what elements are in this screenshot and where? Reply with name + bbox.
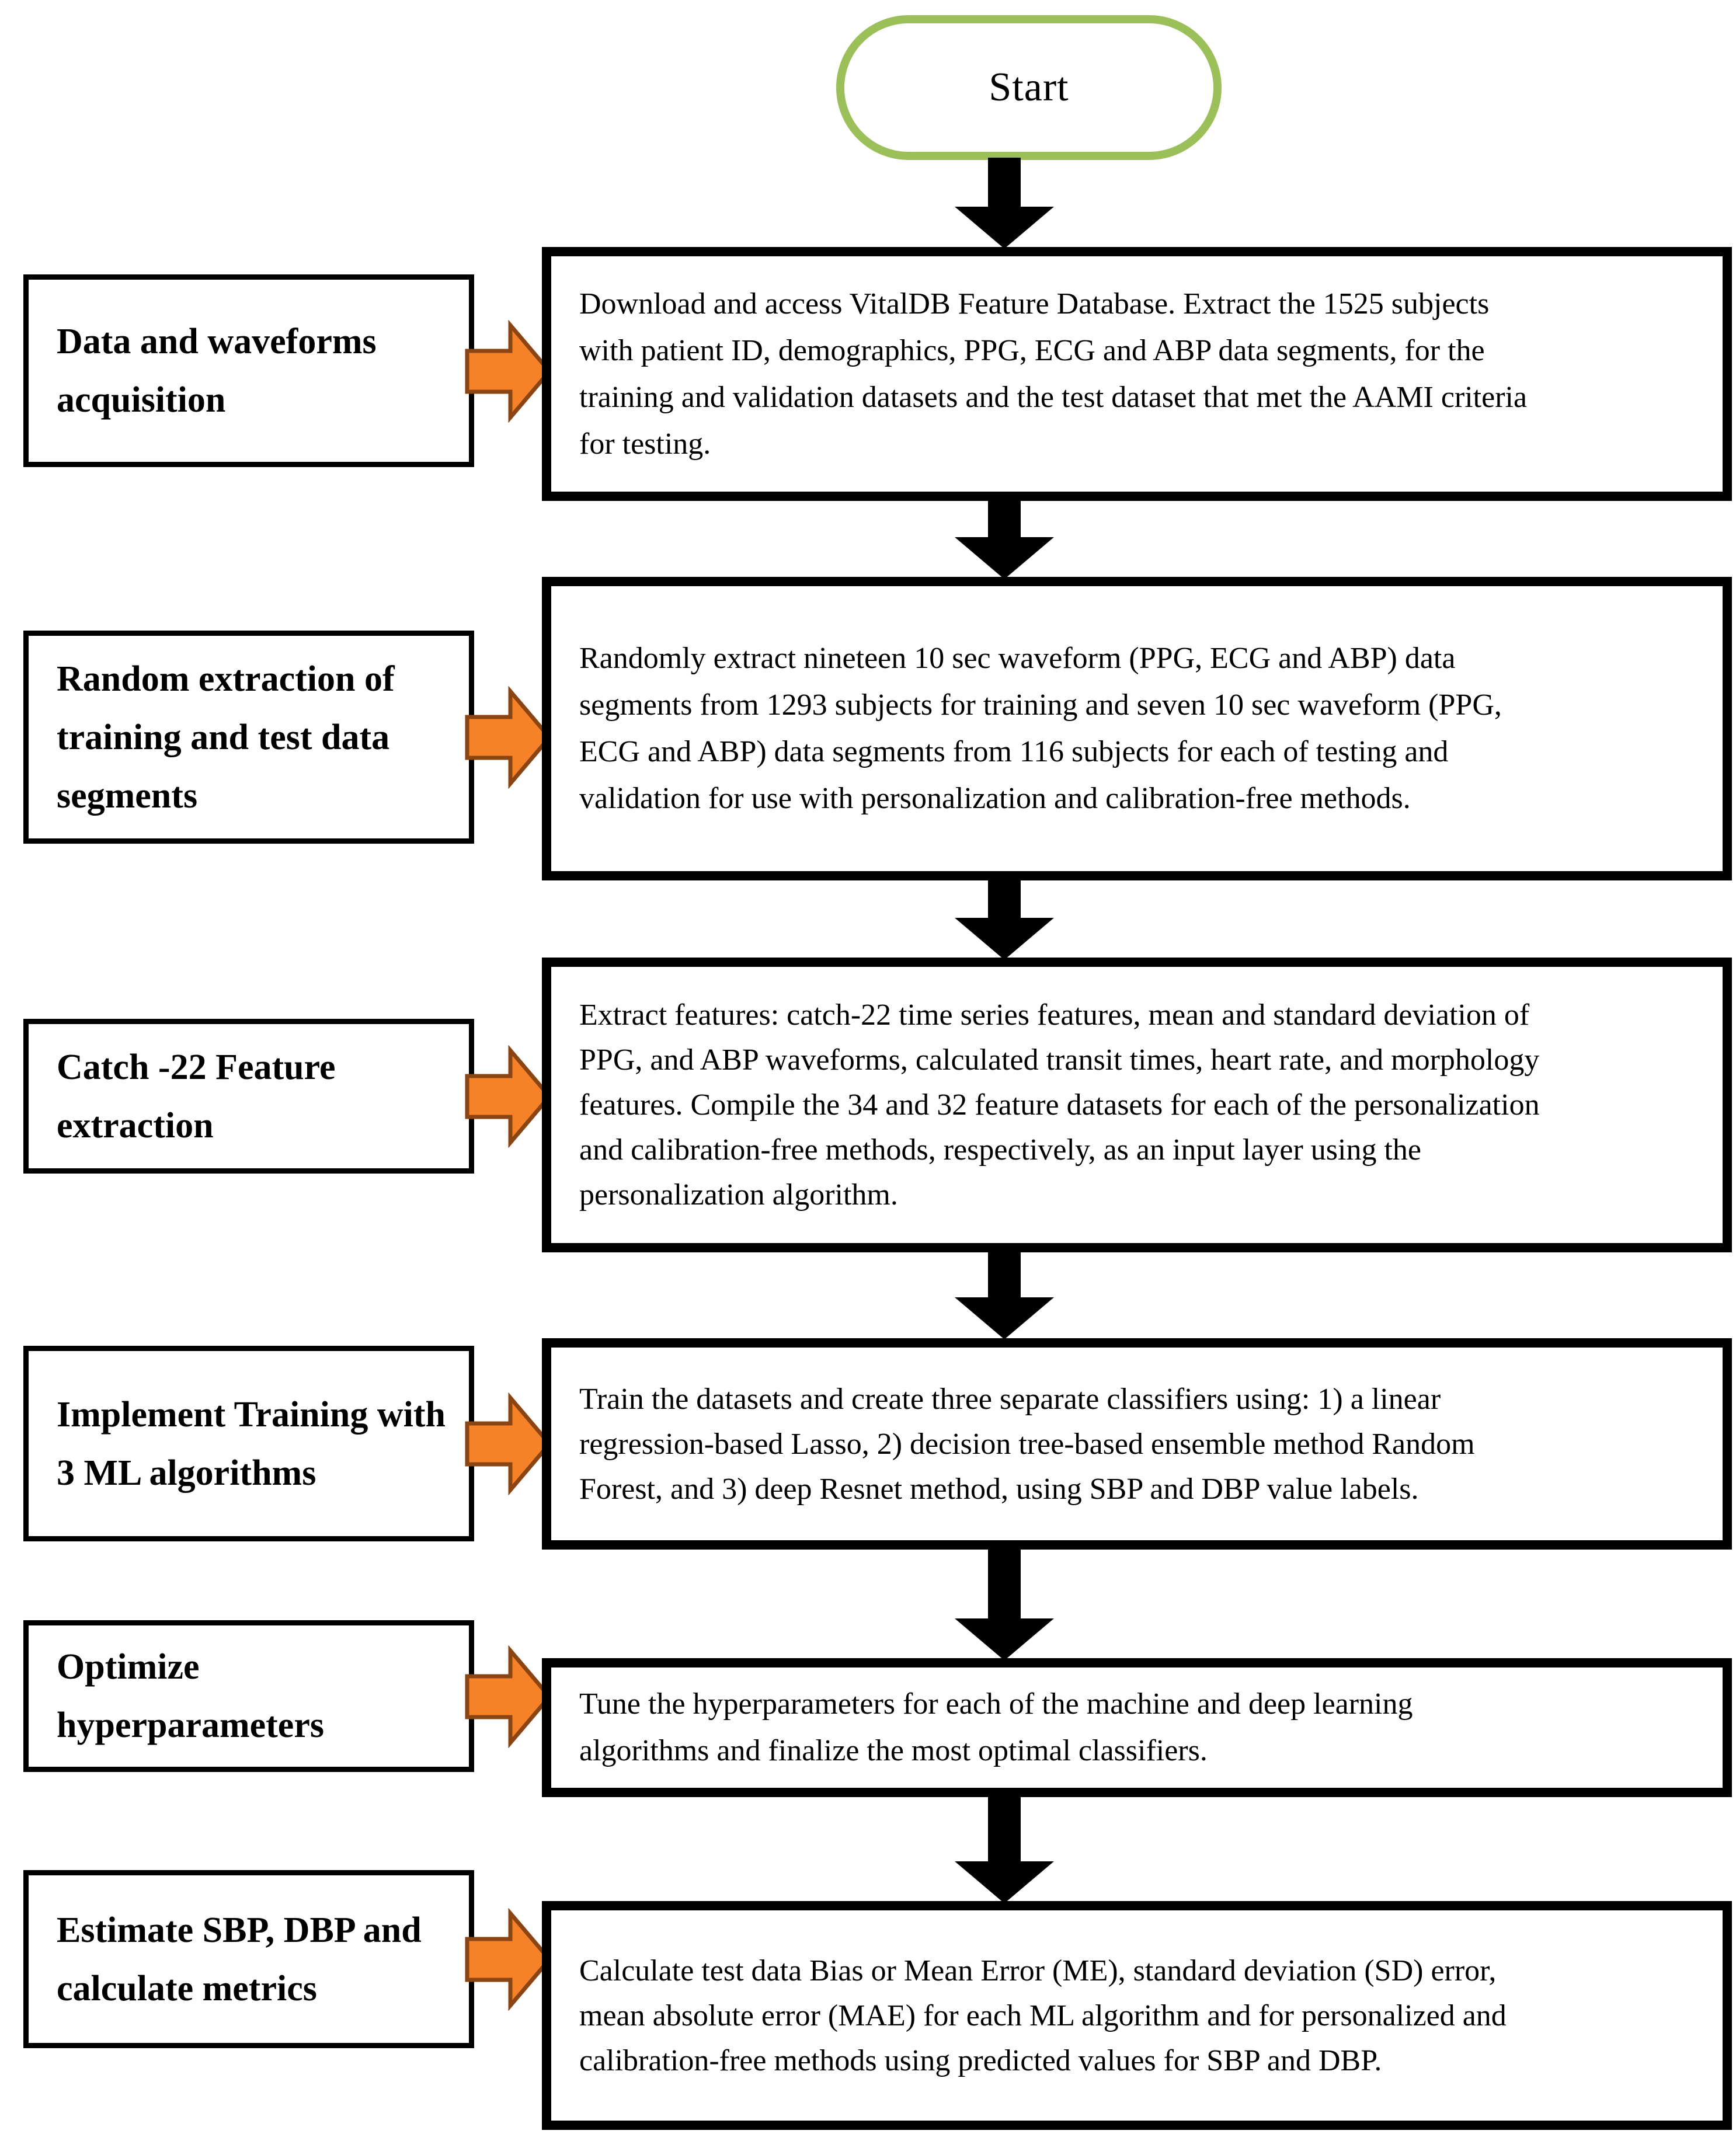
step-description: Train the datasets and create three sepa… — [579, 1382, 1475, 1506]
down-arrow-head — [955, 207, 1054, 249]
step-label: Catch -22 Feature extraction — [57, 1047, 336, 1146]
down-arrow-icon — [955, 158, 1054, 249]
down-arrow-shaft — [988, 876, 1021, 918]
step-label-box-training: Implement Training with 3 ML algorithms — [23, 1346, 474, 1541]
step-label-box-random-extraction: Random extraction of training and test d… — [23, 631, 474, 844]
right-block-arrow-icon — [465, 1645, 552, 1748]
right-block-arrow-icon — [465, 1045, 552, 1148]
down-arrow-icon — [955, 1792, 1054, 1903]
step-description-box: Train the datasets and create three sepa… — [542, 1338, 1732, 1550]
step-description-box: Calculate test data Bias or Mean Error (… — [542, 1901, 1732, 2130]
down-arrow-shaft — [988, 1546, 1021, 1618]
down-arrow-shaft — [988, 1248, 1021, 1297]
down-arrow-icon — [955, 876, 1054, 960]
step-description: Randomly extract nineteen 10 sec wavefor… — [579, 642, 1502, 815]
down-arrow-head — [955, 1861, 1054, 1903]
step-label-box-estimate-metrics: Estimate SBP, DBP and calculate metrics — [23, 1870, 474, 2048]
step-label: Random extraction of training and test d… — [57, 659, 395, 816]
right-block-arrow-icon — [465, 1908, 552, 2011]
down-arrow-head — [955, 1618, 1054, 1660]
step-description: Calculate test data Bias or Mean Error (… — [579, 1954, 1507, 2077]
down-arrow-icon — [955, 1546, 1054, 1660]
right-block-arrow-icon — [465, 320, 552, 423]
step-description: Extract features: catch-22 time series f… — [579, 998, 1540, 1212]
start-node: Start — [836, 15, 1222, 160]
down-arrow-head — [955, 1297, 1054, 1339]
step-description: Download and access VitalDB Feature Data… — [579, 287, 1528, 461]
right-block-arrow-icon — [465, 686, 552, 789]
step-description-box: Tune the hyperparameters for each of the… — [542, 1658, 1732, 1797]
down-arrow-icon — [955, 496, 1054, 579]
start-node-label: Start — [989, 65, 1069, 110]
step-description-box: Extract features: catch-22 time series f… — [542, 958, 1732, 1252]
right-block-arrow-icon — [465, 1393, 552, 1495]
down-arrow-icon — [955, 1248, 1054, 1339]
down-arrow-head — [955, 537, 1054, 579]
step-label: Optimize hyperparameters — [57, 1647, 324, 1745]
step-label-box-optimize: Optimize hyperparameters — [23, 1620, 474, 1772]
step-label-box-data-acquisition: Data and waveforms acquisition — [23, 274, 474, 467]
down-arrow-shaft — [988, 158, 1021, 207]
step-label: Data and waveforms acquisition — [57, 322, 377, 420]
down-arrow-shaft — [988, 1792, 1021, 1861]
down-arrow-head — [955, 918, 1054, 960]
step-description-box: Randomly extract nineteen 10 sec wavefor… — [542, 577, 1732, 880]
step-description-box: Download and access VitalDB Feature Data… — [542, 247, 1732, 501]
step-label: Implement Training with 3 ML algorithms — [57, 1394, 446, 1493]
down-arrow-shaft — [988, 496, 1021, 537]
step-label: Estimate SBP, DBP and calculate metrics — [57, 1910, 422, 2008]
step-label-box-feature-extraction: Catch -22 Feature extraction — [23, 1019, 474, 1174]
step-description: Tune the hyperparameters for each of the… — [579, 1687, 1413, 1767]
